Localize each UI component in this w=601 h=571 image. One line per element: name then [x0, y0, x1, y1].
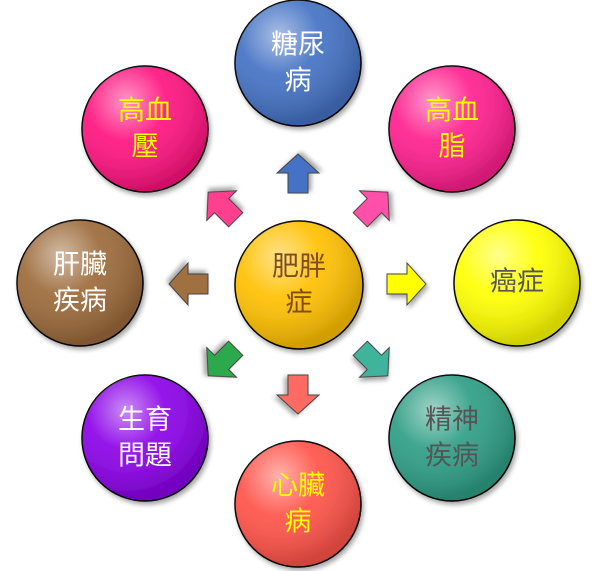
arrow-to-cancer — [386, 261, 427, 307]
arrows-group — [168, 153, 427, 415]
arrow-to-diabetes — [275, 153, 321, 194]
node-hyperlipidemia: 高血脂 — [388, 65, 516, 193]
center-label-line1: 肥胖 — [272, 252, 326, 283]
arrow-to-heart-disease — [275, 374, 321, 415]
node-label-diabetes-line2: 病 — [285, 66, 312, 97]
center-node-obesity — [234, 220, 364, 350]
node-label-diabetes-line1: 糖尿 — [271, 30, 325, 61]
node-cancer: 癌症 — [453, 219, 581, 347]
node-label-heart-disease-line1: 心臟 — [271, 471, 325, 502]
node-label-mental-illness-line2: 疾病 — [425, 441, 479, 472]
node-label-fertility-line1: 生育 — [118, 405, 172, 436]
node-label-fertility-line2: 問題 — [118, 441, 172, 472]
node-label-liver-disease-line2: 疾病 — [53, 286, 107, 317]
node-label-hypertension-line1: 高血 — [118, 96, 172, 127]
node-hypertension: 高血壓 — [81, 65, 209, 193]
node-label-hyperlipidemia-line1: 高血 — [425, 96, 479, 127]
arrow-to-liver-disease — [168, 261, 209, 307]
arrow-to-fertility — [206, 340, 244, 378]
node-label-mental-illness-line1: 精神 — [425, 405, 479, 436]
node-label-cancer-line1: 癌症 — [490, 267, 544, 298]
arrow-to-hyperlipidemia — [352, 190, 390, 228]
node-label-hypertension-line2: 壓 — [132, 132, 159, 163]
node-diabetes: 糖尿病 — [234, 0, 362, 127]
center-label-line2: 症 — [286, 288, 313, 319]
node-label-hyperlipidemia-line2: 脂 — [439, 132, 466, 163]
node-label-heart-disease-line2: 病 — [285, 507, 312, 538]
node-heart-disease: 心臟病 — [234, 440, 362, 568]
node-label-liver-disease-line1: 肝臟 — [53, 250, 107, 281]
arrow-to-mental-illness — [352, 340, 390, 378]
arrow-to-hypertension — [206, 190, 244, 228]
